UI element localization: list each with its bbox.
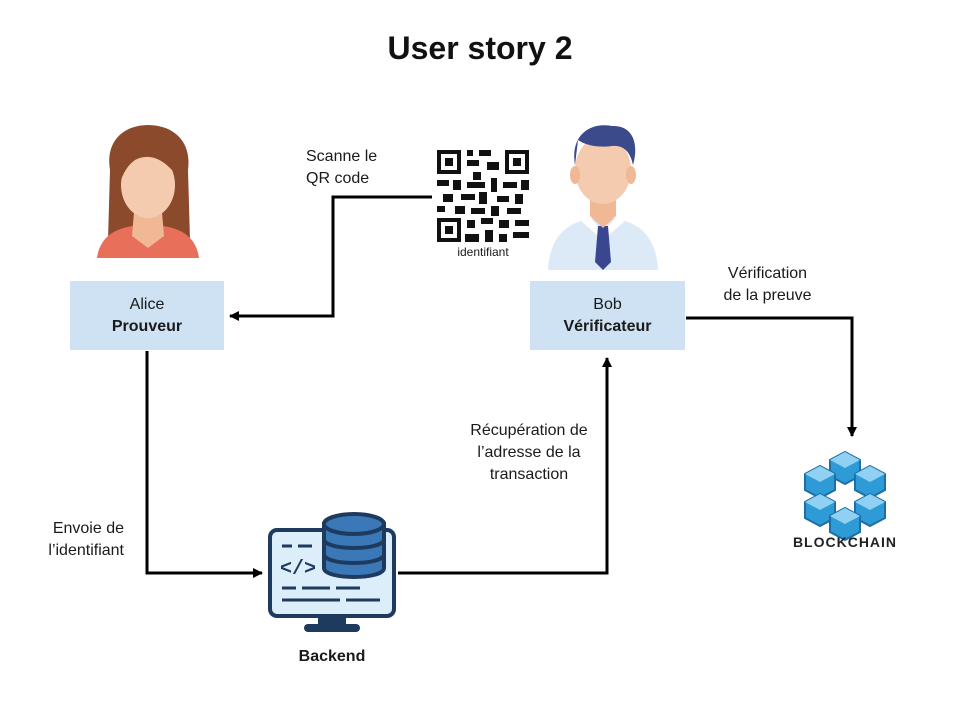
blockchain-label: BLOCKCHAIN — [792, 534, 898, 550]
bob-name: Bob — [593, 295, 622, 313]
verification-label: Vérification de la preuve — [700, 263, 835, 307]
envoi-label: Envoie de l’identifiant — [10, 518, 124, 562]
bob-verificateur-box: Bob Vérificateur — [530, 281, 685, 350]
alice-role: Prouveur — [111, 317, 183, 335]
verification-label-line1: Vérification — [727, 265, 808, 282]
scan-qr-label-line2: QR code — [306, 170, 370, 187]
recuperation-label: Récupération de l’adresse de la transact… — [446, 420, 612, 486]
recuperation-label-line1: Récupération de — [470, 422, 588, 439]
recuperation-label-line2: l’adresse de la — [477, 444, 581, 461]
arrow-bob-to-blockchain — [686, 316, 857, 437]
envoi-label-line2: l’identifiant — [48, 542, 124, 559]
envoi-label-line1: Envoie de — [52, 520, 124, 537]
qr-caption: identifiant — [457, 245, 509, 259]
arrow-backend-to-bob — [398, 357, 612, 575]
verification-label-line2: de la preuve — [723, 287, 812, 304]
recuperation-label-line3: transaction — [489, 466, 569, 483]
diagram-title: User story 2 — [387, 30, 573, 66]
scan-qr-label-line1: Scanne le — [306, 148, 378, 165]
alice-prouveur-box: Alice Prouveur — [70, 281, 224, 350]
arrow-qr-to-alice — [229, 195, 432, 321]
backend-label: Backend — [298, 648, 366, 665]
arrow-alice-to-backend — [145, 351, 263, 578]
alice-name: Alice — [129, 295, 165, 313]
bob-role: Vérificateur — [563, 317, 652, 335]
scan-qr-label: Scanne le QR code — [306, 146, 416, 190]
